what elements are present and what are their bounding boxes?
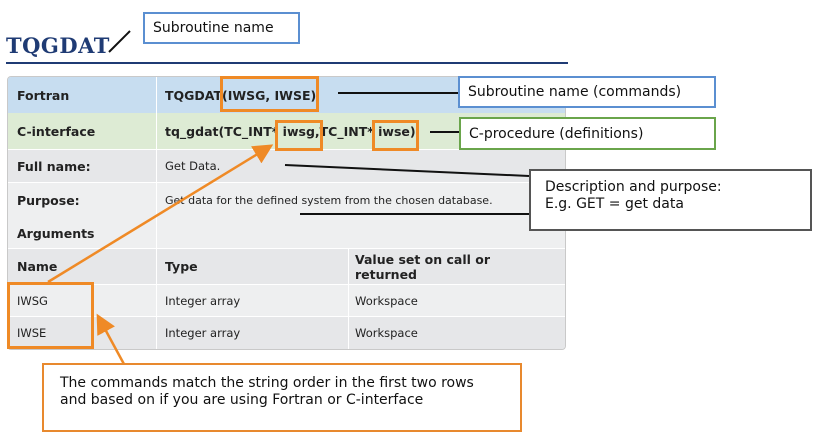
column-divider: [156, 248, 157, 349]
page-title: TQGDAT: [6, 33, 110, 58]
highlight-argument-names: [7, 282, 94, 349]
highlight-iwsg-param: [275, 120, 323, 151]
column-divider: [348, 248, 349, 349]
purpose-label: Purpose:: [17, 193, 80, 208]
callout-c-procedure: C-procedure (definitions): [459, 117, 716, 150]
commands-note-line-1: The commands match the string order in t…: [60, 375, 474, 391]
title-underline: [6, 62, 568, 64]
argument-value: Workspace: [355, 293, 418, 308]
callout-commands-note: The commands match the string order in t…: [42, 363, 522, 432]
fortran-signature: TQGDAT(IWSG, IWSE): [165, 87, 317, 103]
description-line-2: E.g. GET = get data: [545, 196, 684, 212]
full-name-value: Get Data.: [165, 159, 221, 173]
argument-value: Workspace: [355, 326, 418, 340]
argument-type: Integer array: [165, 293, 241, 308]
purpose-value: Get data for the defined system from the…: [165, 194, 493, 207]
subroutine-name-pointer: [108, 30, 131, 53]
names-to-params-arrow: [47, 144, 274, 284]
description-line-1: Description and purpose:: [545, 179, 722, 195]
arguments-label: Arguments: [17, 225, 95, 241]
fortran-label: Fortran: [17, 87, 70, 103]
argument-type: Integer array: [165, 326, 241, 340]
callout-subroutine-name: Subroutine name: [143, 12, 300, 44]
column-header-name: Name: [17, 259, 58, 274]
arguments-row: Arguments: [8, 218, 565, 248]
column-header-value: Value set on call or returned: [355, 251, 491, 282]
callout-subroutine-commands: Subroutine name (commands): [458, 76, 716, 108]
argument-name: IWSE: [17, 326, 47, 340]
callout-description: Description and purpose: E.g. GET = get …: [529, 169, 812, 231]
fullname-pointer: [284, 164, 530, 177]
commands-note-arrow: [96, 313, 127, 367]
column-divider: [156, 77, 157, 248]
column-header-type: Type: [165, 259, 198, 274]
argument-name: IWSG: [17, 293, 48, 308]
c-interface-label: C-interface: [17, 123, 96, 139]
commands-note-line-2: and based on if you are using Fortran or…: [60, 392, 424, 408]
full-name-label: Full name:: [17, 158, 91, 174]
purpose-row: Purpose: Get data for the defined system…: [8, 182, 565, 218]
highlight-iwse-param: [372, 120, 419, 151]
arguments-header-row: Name Type Value set on call or returned: [8, 248, 565, 284]
highlight-fortran-args: [220, 76, 319, 112]
table-row: IWSG Integer array Workspace: [8, 284, 565, 316]
c-interface-signature: tq_gdat(TC_INT* iwsg,TC_INT* iwse): [165, 123, 416, 139]
